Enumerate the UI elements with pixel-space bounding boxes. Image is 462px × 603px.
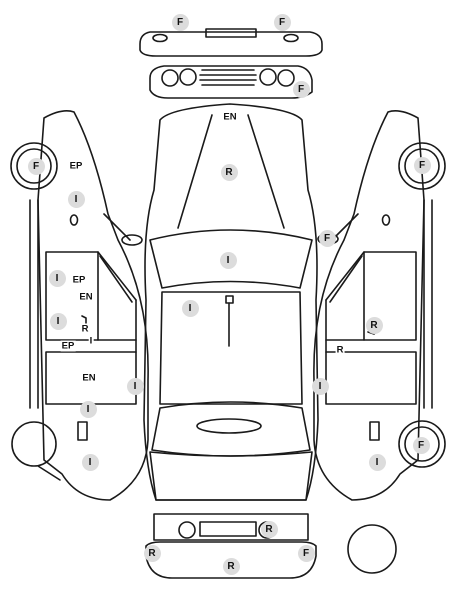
car-top-view bbox=[143, 103, 319, 501]
marker-left-sill-front[interactable]: EP bbox=[60, 340, 76, 352]
marker-left-front-fender-top[interactable]: EP bbox=[68, 160, 84, 172]
marker-right-door-edge[interactable]: R bbox=[335, 344, 345, 356]
left-side-view bbox=[10, 110, 149, 501]
marker-left-rear-quarter[interactable]: I bbox=[79, 400, 97, 418]
marker-hood-front[interactable]: EN bbox=[222, 111, 238, 123]
marker-right-front-door-handle[interactable]: R bbox=[365, 316, 383, 334]
marker-rear-light-right[interactable]: R bbox=[260, 520, 278, 538]
marker-right-rear-door-pillar[interactable]: I bbox=[311, 377, 329, 395]
marker-left-rear-fender[interactable]: I bbox=[81, 453, 99, 471]
marker-left-rear-door-pillar[interactable]: I bbox=[126, 377, 144, 395]
spare-tyre bbox=[347, 524, 397, 574]
marker-right-rear-fender[interactable]: I bbox=[368, 453, 386, 471]
marker-right-mirror[interactable]: F bbox=[318, 229, 336, 247]
marker-left-front-door-mid[interactable]: EN bbox=[78, 291, 94, 303]
left-mirror bbox=[121, 234, 143, 246]
marker-right-rear-wheel[interactable]: F bbox=[412, 436, 430, 454]
marker-windshield[interactable]: I bbox=[219, 251, 237, 269]
marker-rear-bumper-center[interactable]: R bbox=[222, 557, 240, 575]
front-bumper bbox=[139, 28, 323, 57]
rear-bumper bbox=[145, 541, 317, 579]
marker-front-bumper-left[interactable]: F bbox=[171, 13, 189, 31]
marker-left-rear-door[interactable]: EN bbox=[81, 372, 97, 384]
marker-front-headlight-right[interactable]: F bbox=[292, 80, 310, 98]
marker-right-front-wheel[interactable]: F bbox=[413, 156, 431, 174]
marker-left-door-edge[interactable]: I bbox=[88, 335, 94, 347]
marker-left-front-door-lower[interactable]: I bbox=[49, 312, 67, 330]
marker-hood[interactable]: R bbox=[220, 163, 238, 181]
front-headlight-grille bbox=[149, 65, 313, 99]
marker-rear-bumper-right[interactable]: F bbox=[297, 544, 315, 562]
marker-left-front-door-glass[interactable]: I bbox=[48, 269, 66, 287]
marker-left-front-door-handle[interactable]: R bbox=[80, 323, 90, 335]
marker-roof[interactable]: I bbox=[181, 299, 199, 317]
marker-front-bumper-right[interactable]: F bbox=[273, 13, 291, 31]
rear-lights-panel bbox=[153, 513, 309, 541]
marker-rear-bumper-left[interactable]: R bbox=[143, 544, 161, 562]
marker-left-front-wheel[interactable]: F bbox=[27, 157, 45, 175]
marker-left-front-fender[interactable]: I bbox=[67, 190, 85, 208]
right-side-view bbox=[313, 110, 446, 501]
marker-left-front-door-upper[interactable]: EP bbox=[71, 274, 87, 286]
